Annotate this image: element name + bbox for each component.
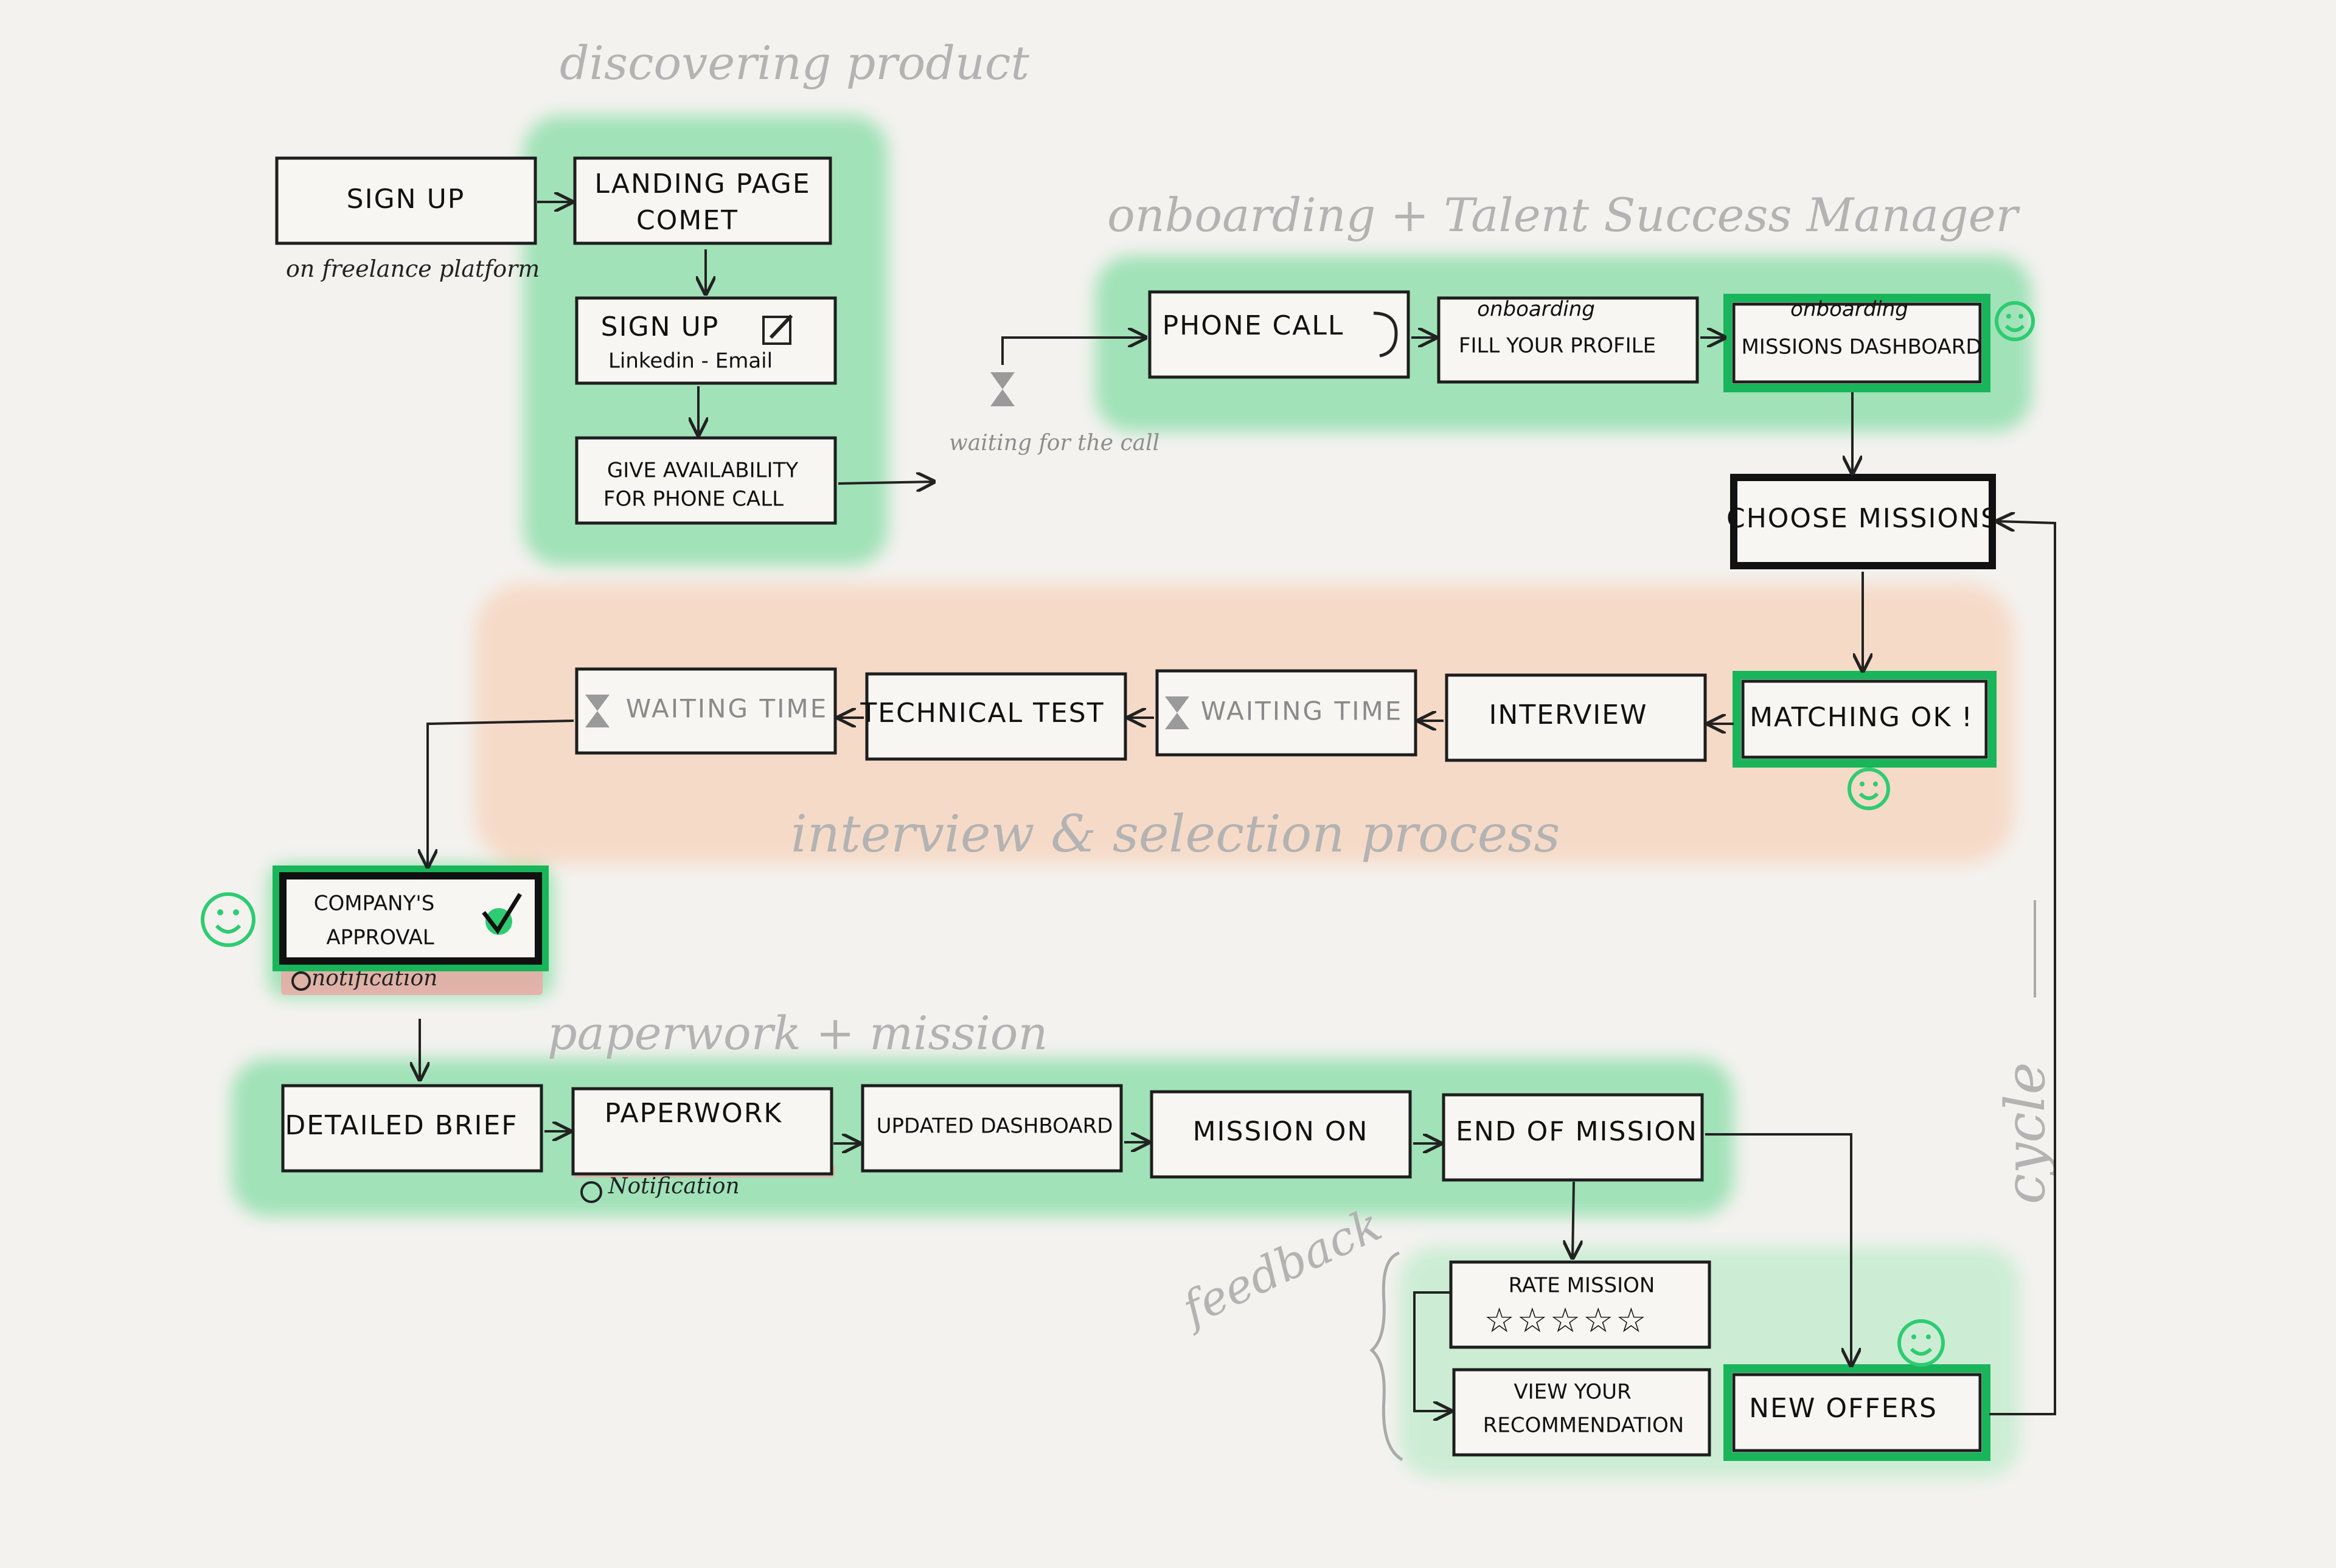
svg-text:WAITING TIME: WAITING TIME bbox=[626, 694, 829, 724]
smiley-icon bbox=[1897, 1319, 1945, 1367]
svg-text:UPDATED DASHBOARD: UPDATED DASHBOARD bbox=[877, 1114, 1113, 1139]
svg-text:onboarding: onboarding bbox=[1790, 297, 1908, 322]
svg-text:END OF MISSION: END OF MISSION bbox=[1456, 1116, 1698, 1147]
svg-text:APPROVAL: APPROVAL bbox=[326, 926, 434, 950]
hourglass-icon bbox=[1165, 696, 1189, 729]
svg-text:WAITING TIME: WAITING TIME bbox=[1201, 696, 1403, 726]
svg-text:MISSIONS DASHBOARD: MISSIONS DASHBOARD bbox=[1741, 335, 1981, 359]
note-notification-paperwork: Notification bbox=[608, 1174, 740, 1199]
node-fill-profile: onboarding FILL YOUR PROFILE bbox=[1437, 296, 1699, 384]
svg-text:MATCHING OK !: MATCHING OK ! bbox=[1750, 702, 1973, 733]
svg-text:INTERVIEW: INTERVIEW bbox=[1489, 699, 1647, 730]
node-rate-mission: RATE MISSION ☆☆☆☆☆ bbox=[1449, 1260, 1711, 1349]
notification-highlight bbox=[281, 966, 543, 995]
svg-text:FOR PHONE CALL: FOR PHONE CALL bbox=[603, 487, 784, 512]
svg-text:SIGN UP: SIGN UP bbox=[601, 311, 720, 342]
feedback-brace bbox=[1369, 1251, 1403, 1462]
section-paperwork-mission: paperwork + mission bbox=[548, 1006, 1048, 1060]
alert-icon bbox=[291, 971, 311, 991]
svg-text:COMET: COMET bbox=[636, 205, 739, 236]
hourglass-icon bbox=[990, 372, 1015, 406]
section-onboarding: onboarding + Talent Success Manager bbox=[1107, 188, 2021, 242]
node-phone-call: PHONE CALL bbox=[1148, 290, 1410, 379]
svg-text:LANDING PAGE: LANDING PAGE bbox=[594, 168, 810, 199]
section-feedback: feedback bbox=[1171, 1197, 1389, 1337]
svg-text:onboarding: onboarding bbox=[1477, 297, 1595, 322]
node-waiting-time-1: WAITING TIME bbox=[575, 667, 837, 755]
svg-text:PHONE CALL: PHONE CALL bbox=[1163, 310, 1344, 341]
svg-text:TECHNICAL TEST: TECHNICAL TEST bbox=[860, 698, 1104, 729]
ear-icon bbox=[1373, 311, 1398, 358]
svg-text:MISSION ON: MISSION ON bbox=[1193, 1116, 1369, 1147]
node-sign-up-linkedin: SIGN UP Linkedin - Email bbox=[575, 296, 837, 385]
node-landing-page: LANDING PAGE COMET bbox=[573, 156, 832, 245]
rating-stars: ☆☆☆☆☆ bbox=[1484, 1301, 1649, 1341]
node-give-availability: GIVE AVAILABILITY FOR PHONE CALL bbox=[575, 436, 837, 525]
node-end-of-mission: END OF MISSION bbox=[1442, 1093, 1704, 1182]
svg-text:CHOOSE MISSIONS: CHOOSE MISSIONS bbox=[1726, 503, 1999, 534]
note-freelance-platform: on freelance platform bbox=[286, 255, 540, 282]
node-sign-up: SIGN UP bbox=[275, 156, 537, 245]
note-waiting-for-call: waiting for the call bbox=[949, 431, 1159, 456]
hourglass-icon bbox=[585, 695, 610, 727]
svg-text:PAPERWORK: PAPERWORK bbox=[605, 1098, 783, 1129]
node-company-approval: COMPANY'S APPROVAL bbox=[273, 866, 549, 971]
node-technical-test: TECHNICAL TEST bbox=[860, 672, 1127, 761]
svg-text:COMPANY'S: COMPANY'S bbox=[314, 892, 435, 916]
svg-text:SIGN UP: SIGN UP bbox=[347, 184, 465, 215]
node-updated-dashboard: UPDATED DASHBOARD bbox=[861, 1084, 1123, 1173]
node-interview: INTERVIEW bbox=[1445, 673, 1707, 762]
node-view-recommendation: VIEW YOUR RECOMMENDATION bbox=[1452, 1368, 1711, 1457]
smiley-icon bbox=[1848, 768, 1890, 810]
checkmark-icon bbox=[482, 893, 522, 935]
smiley-icon bbox=[201, 892, 255, 947]
svg-text:VIEW YOUR: VIEW YOUR bbox=[1514, 1380, 1631, 1404]
svg-text:RECOMMENDATION: RECOMMENDATION bbox=[1483, 1414, 1684, 1438]
smiley-icon bbox=[1995, 301, 2035, 341]
node-waiting-time-2: WAITING TIME bbox=[1155, 669, 1417, 757]
svg-text:Linkedin - Email: Linkedin - Email bbox=[608, 349, 773, 373]
svg-text:RATE MISSION: RATE MISSION bbox=[1509, 1274, 1655, 1298]
node-mission-on: MISSION ON bbox=[1150, 1090, 1412, 1179]
pencil-icon bbox=[762, 314, 793, 345]
node-paperwork: PAPERWORK bbox=[571, 1087, 833, 1176]
section-discovering-product: discovering product bbox=[560, 36, 1029, 90]
svg-text:FILL YOUR PROFILE: FILL YOUR PROFILE bbox=[1459, 334, 1656, 358]
section-interview-selection: interview & selection process bbox=[791, 804, 1560, 864]
section-cycle: cycle bbox=[1994, 1062, 2057, 1204]
node-detailed-brief: DETAILED BRIEF bbox=[281, 1084, 543, 1173]
alert-icon bbox=[580, 1181, 602, 1203]
svg-text:GIVE AVAILABILITY: GIVE AVAILABILITY bbox=[607, 459, 798, 483]
node-new-offers: NEW OFFERS bbox=[1723, 1364, 1990, 1461]
svg-text:DETAILED BRIEF: DETAILED BRIEF bbox=[285, 1110, 518, 1141]
node-choose-missions: CHOOSE MISSIONS bbox=[1726, 474, 1999, 569]
svg-text:NEW OFFERS: NEW OFFERS bbox=[1749, 1393, 1938, 1424]
connectors bbox=[420, 202, 2056, 1414]
node-missions-dashboard: onboarding MISSIONS DASHBOARD bbox=[1723, 294, 1990, 392]
node-matching-ok: MATCHING OK ! bbox=[1733, 671, 1997, 768]
